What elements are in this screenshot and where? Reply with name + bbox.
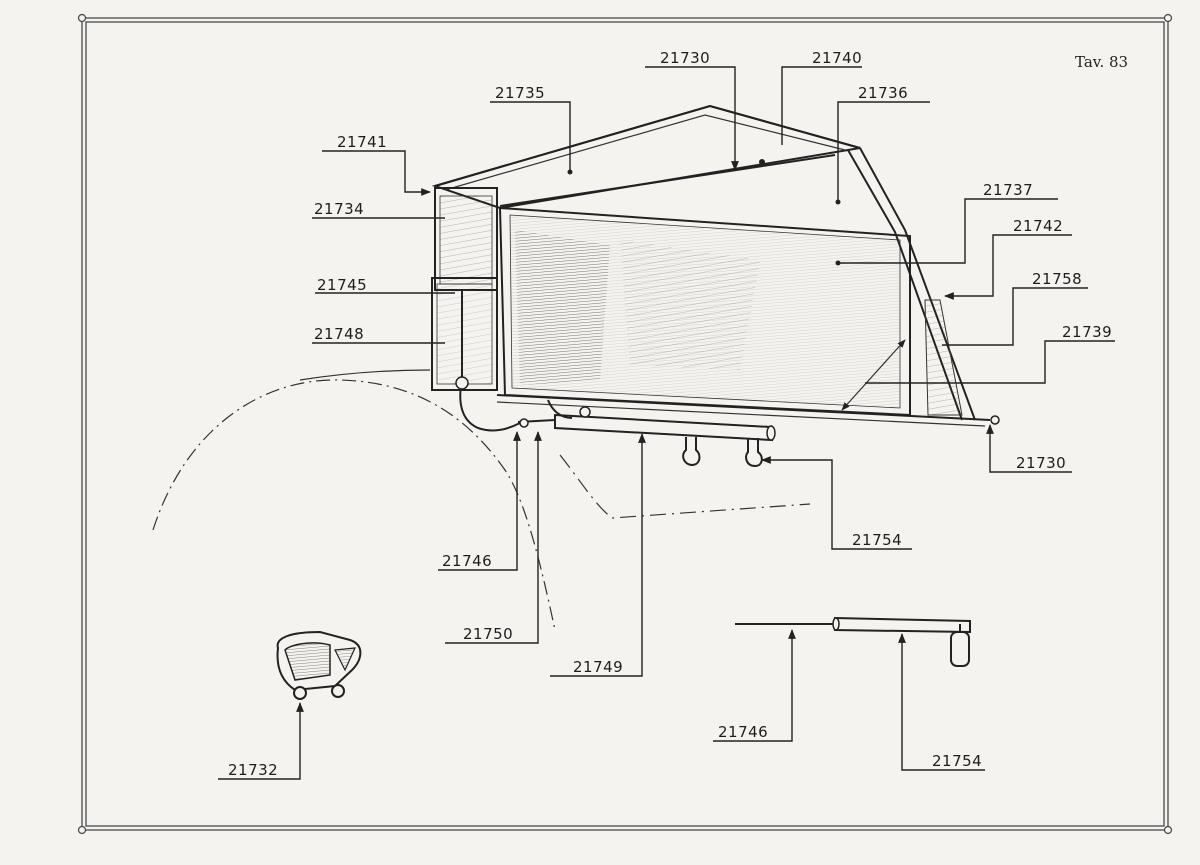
label-21745: 21745 <box>317 276 367 294</box>
detail-bar <box>735 616 971 667</box>
part-labels: 21730 21740 21735 21736 21741 21734 2173… <box>228 49 1112 779</box>
lower-bar-assembly <box>455 376 776 468</box>
label-21740: 21740 <box>812 49 862 67</box>
label-21730-right: 21730 <box>1016 454 1066 472</box>
label-21737: 21737 <box>983 181 1033 199</box>
label-21742: 21742 <box>1013 217 1063 235</box>
label-21748: 21748 <box>314 325 364 343</box>
label-21739: 21739 <box>1062 323 1112 341</box>
label-21749: 21749 <box>573 658 623 676</box>
fender-outline <box>152 369 811 631</box>
label-21746-detail: 21746 <box>718 723 768 741</box>
label-21758: 21758 <box>1032 270 1082 288</box>
label-21754-detail: 21754 <box>932 752 982 770</box>
side-screen-assembly <box>431 104 1000 427</box>
page-border <box>77 13 1173 835</box>
label-21734: 21734 <box>314 200 364 218</box>
label-21736: 21736 <box>858 84 908 102</box>
detail-bracket <box>276 630 362 700</box>
label-21741: 21741 <box>337 133 387 151</box>
plate-number: Tav. 83 <box>1075 53 1128 71</box>
leader-lines <box>218 66 1115 780</box>
label-21730-top: 21730 <box>660 49 710 67</box>
label-21732: 21732 <box>228 761 278 779</box>
label-21735: 21735 <box>495 84 545 102</box>
label-21754-main: 21754 <box>852 531 902 549</box>
label-21746-main: 21746 <box>442 552 492 570</box>
label-21750: 21750 <box>463 625 513 643</box>
